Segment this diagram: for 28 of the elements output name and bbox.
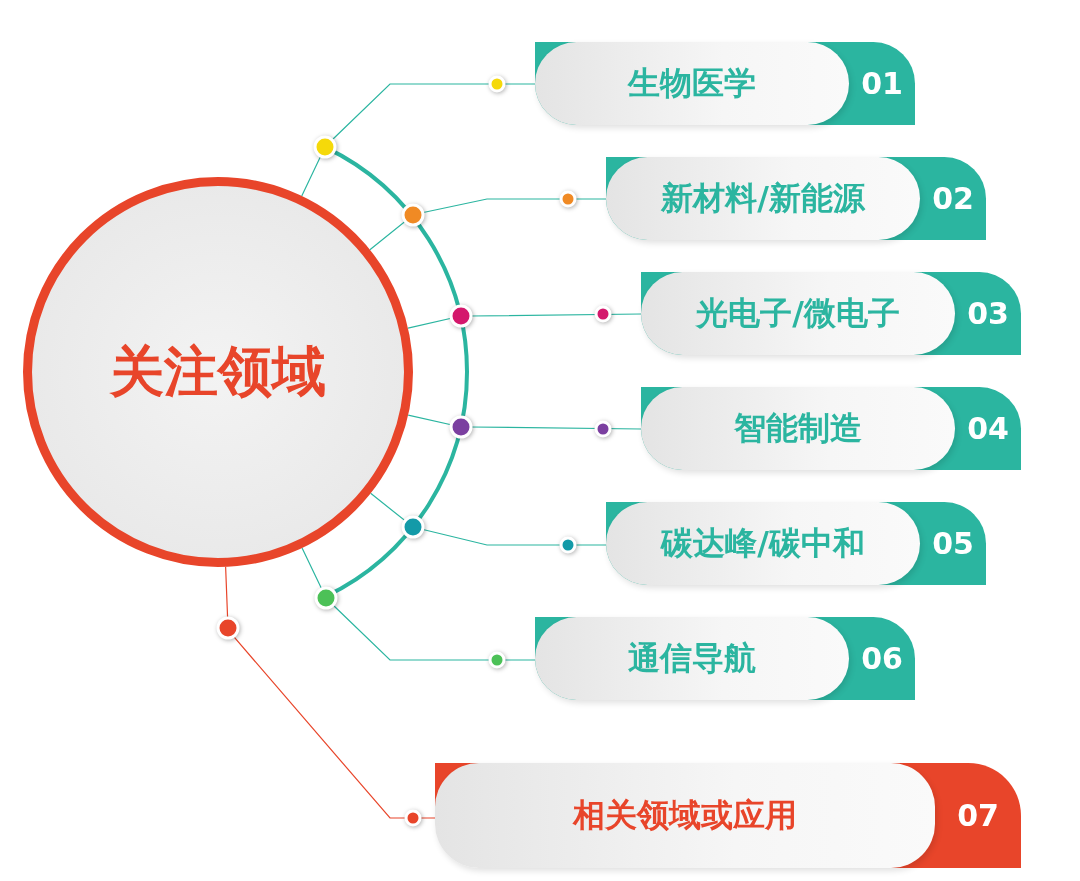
connector [407,414,642,439]
topic-number: 06 [860,640,904,678]
topic-card [641,387,1021,470]
connector [216,566,436,827]
topic-number: 04 [966,410,1010,448]
topic-card [606,502,986,585]
topic-number: 01 [860,65,904,103]
topic-number: 03 [966,295,1010,333]
connector [407,304,642,329]
topic-card [606,157,986,240]
topic-number: 02 [931,180,975,218]
center-title: 关注领域 [110,338,326,405]
topic-card [535,617,915,700]
connector [369,190,607,251]
topic-number: 05 [931,525,975,563]
connector [301,75,536,197]
topic-label: 新材料/新能源 [606,157,920,240]
connector [370,492,607,554]
topic-card [535,42,915,125]
topic-label: 智能制造 [641,387,955,470]
topic-label: 碳达峰/碳中和 [606,502,920,585]
topic-label: 通信导航 [535,617,849,700]
topic-label: 相关领域或应用 [435,763,935,868]
topic-card [641,272,1021,355]
topic-label: 光电子/微电子 [641,272,955,355]
topic-number: 07 [956,797,1000,835]
connector [301,547,536,669]
topic-label: 生物医学 [535,42,849,125]
